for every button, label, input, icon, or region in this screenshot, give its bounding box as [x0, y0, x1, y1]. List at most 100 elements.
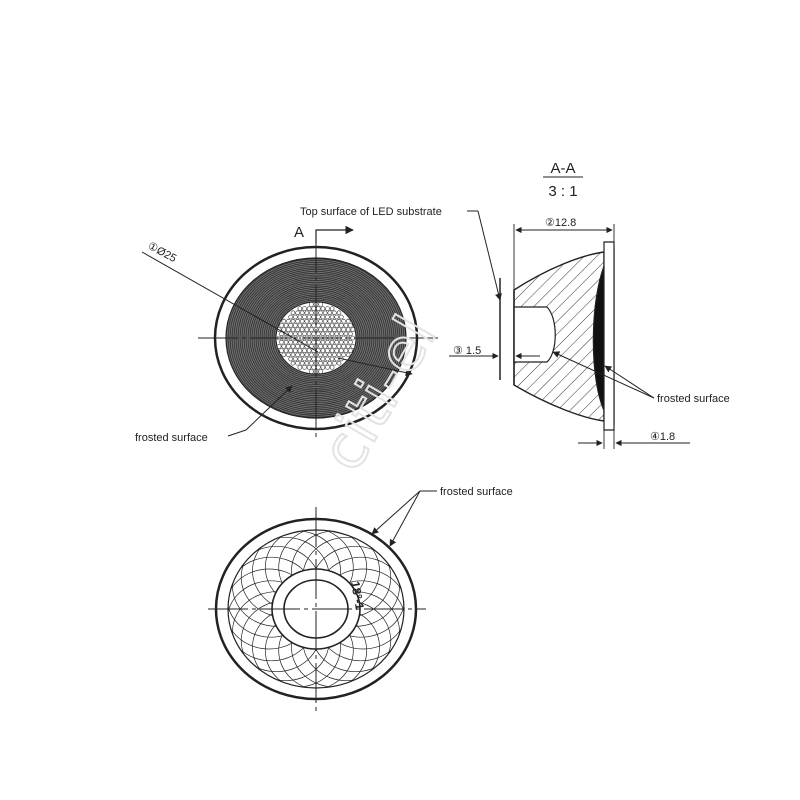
- micro-lens-cell: [327, 327, 333, 332]
- micro-lens-cell: [309, 310, 314, 316]
- micro-lens-cell: [336, 327, 342, 332]
- micro-lens-cell: [304, 352, 310, 358]
- micro-lens-cell: [325, 331, 330, 337]
- micro-lens-cell: [290, 352, 296, 358]
- micro-lens-cell: [345, 344, 351, 349]
- micro-lens-cell: [320, 331, 326, 337]
- micro-lens-cell: [295, 344, 300, 349]
- micro-lens-cell: [334, 348, 339, 353]
- micro-lens-cell: [339, 339, 344, 345]
- micro-lens-cell: [311, 339, 316, 345]
- micro-lens-cell: [288, 356, 293, 362]
- micro-lens-cell: [325, 365, 330, 370]
- micro-lens-cell: [306, 323, 312, 328]
- dim-width-label: ②12.8: [545, 217, 576, 229]
- micro-lens-cell: [348, 339, 353, 345]
- micro-lens-cell: [339, 314, 344, 320]
- part-code-label: 18°-1: [348, 580, 367, 611]
- section-led-cavity: [513, 306, 556, 363]
- micro-lens-cell: [320, 314, 326, 320]
- micro-lens-cell: [306, 331, 312, 337]
- frosted-surface-arrow-right-2: [604, 365, 655, 399]
- diameter-leader: [141, 251, 319, 353]
- micro-lens-cell: [348, 323, 353, 328]
- micro-lens-cell: [293, 356, 298, 362]
- micro-lens-cell: [290, 360, 296, 366]
- section-view: A-A 3 : 1 Top surface of LED substrate ②…: [300, 160, 730, 449]
- micro-lens-cell: [293, 314, 298, 320]
- micro-lens-cell: [318, 310, 323, 316]
- micro-lens-cell: [329, 356, 335, 362]
- micro-lens-cell: [341, 335, 346, 341]
- micro-lens-cell: [309, 327, 314, 332]
- micro-lens-cell: [290, 310, 296, 316]
- diameter-label: ①Ø25: [146, 240, 179, 265]
- micro-lens-cell: [332, 360, 337, 366]
- micro-lens-cell: [336, 352, 342, 358]
- micro-lens-cell: [329, 331, 335, 337]
- micro-lens-cell: [279, 339, 284, 345]
- micro-lens-cell: [281, 352, 287, 358]
- micro-lens-cell: [306, 339, 312, 345]
- micro-lens-cell: [304, 327, 310, 332]
- micro-lens-cell: [332, 344, 337, 349]
- micro-lens-cell: [302, 356, 307, 362]
- micro-lens-cell: [325, 314, 330, 320]
- micro-lens-cell: [327, 318, 333, 324]
- micro-lens-cell: [286, 327, 291, 332]
- micro-lens-cell: [304, 360, 310, 366]
- micro-lens-cell: [345, 318, 351, 324]
- micro-lens-cell: [311, 356, 316, 362]
- micro-lens-cell: [327, 344, 333, 349]
- micro-lens-cell: [297, 331, 303, 337]
- micro-lens-cell: [334, 331, 339, 337]
- micro-lens-cell: [302, 314, 307, 320]
- micro-lens-cell: [322, 327, 328, 332]
- micro-lens-cell: [306, 348, 312, 353]
- micro-lens-cell: [339, 323, 344, 328]
- micro-lens-cell: [329, 348, 335, 353]
- top-view: A ①Ø25 frosted surface: [135, 224, 438, 444]
- micro-lens-cell: [329, 339, 335, 345]
- section-scale: 3 : 1: [548, 183, 577, 200]
- micro-lens-cell: [302, 331, 307, 337]
- micro-lens-cell: [288, 348, 293, 353]
- micro-lens-cell: [316, 339, 321, 345]
- micro-lens-cell: [322, 344, 328, 349]
- micro-lens-cell: [322, 310, 328, 316]
- micro-lens-cell: [283, 348, 289, 353]
- micro-lens-cell: [286, 344, 291, 349]
- micro-lens-cell: [334, 314, 339, 320]
- micro-lens-cell: [334, 339, 339, 345]
- micro-lens-cell: [295, 310, 300, 316]
- micro-lens-cell: [316, 356, 321, 362]
- micro-lens-cell: [297, 314, 303, 320]
- micro-lens-cell: [343, 339, 349, 345]
- micro-lens-cell: [341, 344, 346, 349]
- micro-lens-cell: [297, 356, 303, 362]
- micro-lens-cell: [297, 323, 303, 328]
- section-marker-label: A: [294, 224, 304, 241]
- micro-lens-cell: [320, 339, 326, 345]
- micro-lens-cell: [297, 348, 303, 353]
- micro-lens-cell: [286, 318, 291, 324]
- micro-lens-cell: [341, 352, 346, 358]
- dim-height1-label: ③ 1.5: [453, 345, 481, 357]
- dim-height2-label: ④1.8: [650, 431, 675, 443]
- micro-lens-cell: [320, 306, 326, 311]
- micro-lens-cell: [302, 348, 307, 353]
- micro-lens-cell: [279, 323, 284, 328]
- micro-lens-cell: [325, 356, 330, 362]
- micro-lens-cell: [325, 339, 330, 345]
- micro-lens-cell: [318, 369, 323, 374]
- top-surface-leader: [477, 210, 502, 301]
- micro-lens-cell: [302, 323, 307, 328]
- micro-lens-cell: [290, 327, 296, 332]
- micro-lens-cell: [309, 369, 314, 374]
- frosted-surface-leader-left: [227, 429, 247, 437]
- micro-lens-cell: [329, 314, 335, 320]
- micro-lens-cell: [297, 306, 303, 311]
- section-title: A-A: [550, 160, 575, 177]
- micro-lens-cell: [318, 344, 323, 349]
- micro-lens-cell: [281, 318, 287, 324]
